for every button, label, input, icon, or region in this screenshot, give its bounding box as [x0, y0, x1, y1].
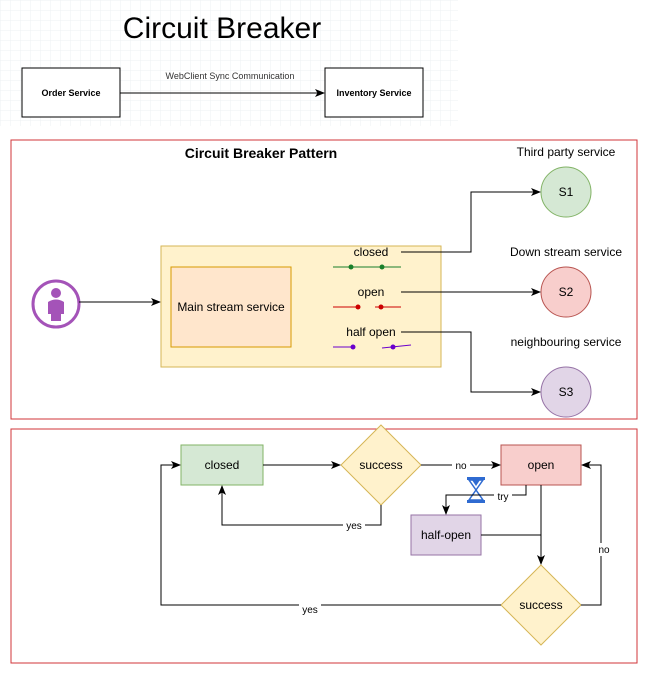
page-title: Circuit Breaker — [123, 12, 321, 45]
flow-success-1-label: success — [359, 458, 402, 472]
hourglass-icon — [467, 477, 485, 503]
open-try-to-halfopen-arrow — [442, 485, 527, 515]
flow-success-2-label: success — [519, 598, 562, 612]
flow-open-label: open — [528, 458, 555, 472]
flow-no-2-label: no — [598, 545, 610, 556]
sync-arrow-label: WebClient Sync Communication — [166, 71, 295, 81]
s3-caption: neighbouring service — [511, 335, 622, 349]
flow-closed-label: closed — [205, 458, 240, 472]
closed-to-s1-arrow — [401, 188, 541, 253]
s1-caption: Third party service — [517, 145, 616, 159]
flow-open-box — [500, 444, 582, 486]
success2-no-to-open-arrow — [581, 461, 602, 606]
s2-label: S2 — [559, 285, 574, 299]
main-service-label: Main stream service — [177, 300, 285, 314]
state-half-open-label: half open — [346, 325, 395, 339]
no-label-bg — [452, 459, 470, 472]
yes-1-label-bg — [343, 519, 365, 532]
s2-node — [540, 266, 592, 318]
inventory-service-label: Inventory Service — [336, 88, 411, 98]
order-service-label: Order Service — [41, 88, 100, 98]
try-label-bg — [494, 491, 512, 503]
no-2-label-bg — [596, 543, 612, 556]
s3-label: S3 — [559, 385, 574, 399]
closed-switch-icon — [333, 264, 401, 270]
state-closed-label: closed — [354, 245, 389, 259]
order-service-box — [21, 67, 121, 118]
inventory-service-box — [324, 67, 424, 118]
halfopen-to-s3-arrow — [401, 331, 541, 396]
pattern-panel — [10, 139, 638, 420]
flow-yes-2-label: yes — [302, 605, 318, 616]
main-service-box — [170, 266, 292, 348]
flow-panel — [10, 428, 638, 664]
pattern-title: Circuit Breaker Pattern — [185, 145, 338, 161]
flow-try-label: try — [497, 492, 508, 503]
state-open-label: open — [358, 285, 385, 299]
s3-node — [540, 366, 592, 418]
flow-half-open-label: half-open — [421, 528, 471, 542]
open-switch-icon — [333, 304, 401, 310]
s1-label: S1 — [559, 185, 574, 199]
success2-yes-to-closed-arrow — [160, 461, 501, 606]
s2-caption: Down stream service — [510, 245, 622, 259]
flow-no-1-label: no — [455, 461, 467, 472]
yes-2-label-bg — [299, 603, 321, 616]
flow-yes-1-label: yes — [346, 521, 362, 532]
s1-node — [540, 166, 592, 218]
flow-success-diamond-2 — [500, 564, 582, 646]
person-icon — [31, 279, 81, 329]
half-open-switch-icon — [333, 344, 412, 350]
success-yes-to-closed-arrow — [218, 485, 382, 526]
